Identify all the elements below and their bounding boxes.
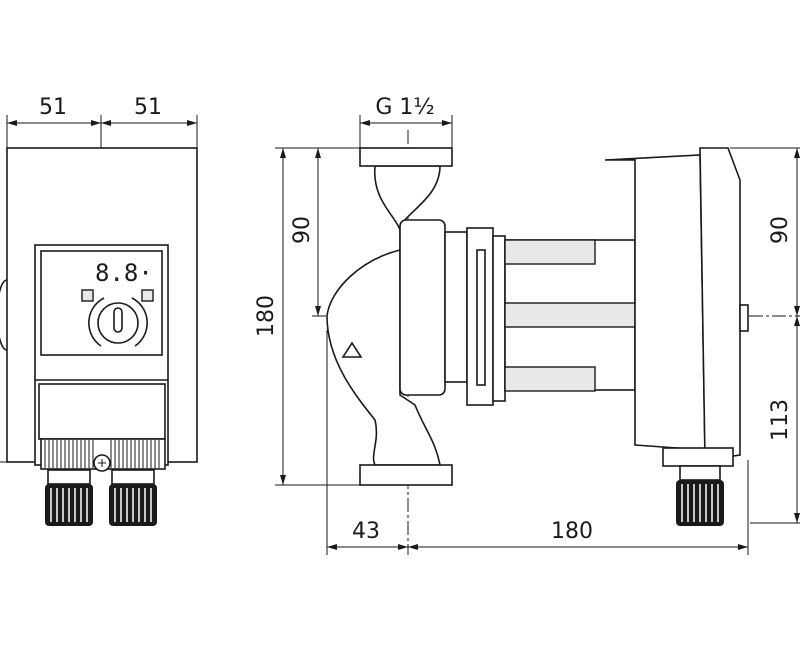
display-readout: 8.8· (95, 259, 153, 287)
cable-gland-left (45, 469, 93, 526)
dim-length: 180 (551, 519, 593, 544)
mode-icon-right (141, 289, 154, 302)
dim-left-width: 51 (39, 95, 67, 120)
display-panel (40, 250, 163, 356)
side-view: G 1½ 180 90 90 113 43 180 (254, 95, 800, 555)
upper-flange (359, 147, 453, 167)
control-module-cover (699, 147, 741, 461)
lower-flange (359, 464, 453, 486)
front-view: 51 51 8.8· (0, 95, 198, 526)
flow-direction-arrow (341, 341, 363, 358)
dim-upper-height-right: 90 (768, 216, 793, 244)
cable-gland-right (109, 469, 157, 526)
dim-thread: G 1½ (375, 95, 434, 120)
motor-flange (466, 227, 494, 406)
cable-gland-side (676, 465, 724, 526)
control-knob (97, 302, 139, 344)
dim-lower-height-right: 113 (768, 399, 793, 441)
dim-upper-height-left: 90 (290, 216, 315, 244)
dim-inlet-offset: 43 (352, 519, 380, 544)
dim-total-height: 180 (254, 295, 279, 337)
mode-icon-left (81, 289, 94, 302)
dim-right-width: 51 (134, 95, 162, 120)
